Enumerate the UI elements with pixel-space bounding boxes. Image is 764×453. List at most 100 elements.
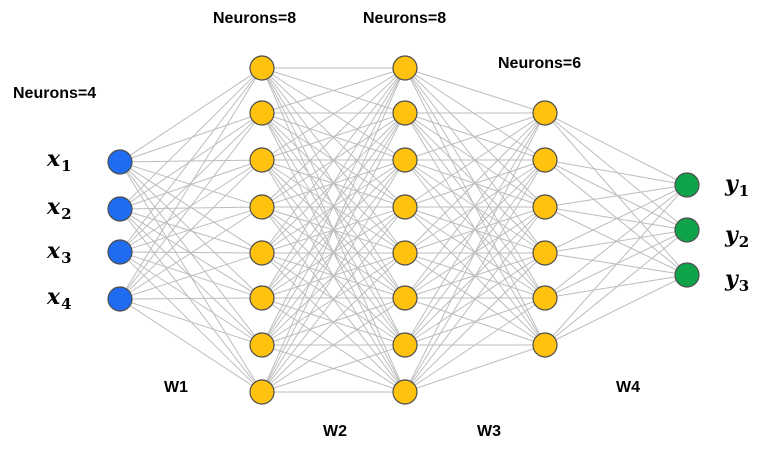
edge-l4-6-1: [544, 184, 688, 346]
edge-l4-5-1: [544, 184, 688, 299]
edge-l4-4-1: [544, 184, 688, 254]
weight-label-w3: W3: [477, 423, 501, 440]
edge-l2-3-1: [261, 67, 406, 161]
hidden-neuron-l2-4: [249, 194, 275, 220]
hidden-neuron-l3-7: [392, 332, 418, 358]
hidden-neuron-l4-2: [532, 147, 558, 173]
edge-l3-8-2: [404, 159, 546, 393]
edge-l3-7-1: [404, 112, 546, 346]
hidden-layer-2-neurons-label: Neurons=8: [363, 10, 447, 27]
edge-l1-2-3: [119, 159, 263, 210]
edge-l1-3-6: [119, 251, 263, 299]
edge-l4-1-2: [544, 112, 688, 231]
output-label-y2: y2: [725, 222, 750, 251]
edge-l3-5-3: [404, 206, 546, 254]
weight-label-w2: W2: [323, 423, 347, 440]
hidden-neuron-l4-5: [532, 285, 558, 311]
hidden-neuron-l2-8: [249, 379, 275, 405]
hidden-neuron-l2-1: [249, 55, 275, 81]
edge-l1-4-1: [119, 67, 263, 300]
edge-l3-1-1: [404, 67, 546, 114]
edge-l4-1-1: [544, 112, 688, 186]
output-neuron-l5-1: [674, 172, 700, 198]
neuron-nodes: [107, 55, 700, 405]
edge-l4-2-1: [544, 159, 688, 186]
hidden-neuron-l2-2: [249, 100, 275, 126]
output-neuron-l5-3: [674, 262, 700, 288]
input-layer-neurons-label: Neurons=4: [13, 85, 97, 102]
edge-l1-4-8: [119, 298, 263, 393]
hidden-neuron-l3-1: [392, 55, 418, 81]
edge-l1-1-1: [119, 67, 263, 163]
edge-l1-4-4: [119, 206, 263, 300]
edge-l3-1-3: [404, 67, 546, 208]
edge-l3-7-5: [404, 297, 546, 346]
edge-l2-8-3: [261, 159, 406, 393]
hidden-neuron-l4-3: [532, 194, 558, 220]
edge-l2-8-5: [261, 252, 406, 393]
hidden-neuron-l4-4: [532, 240, 558, 266]
edge-l2-8-4: [261, 206, 406, 393]
hidden-neuron-l3-2: [392, 100, 418, 126]
hidden-neuron-l3-4: [392, 194, 418, 220]
edge-l4-2-2: [544, 159, 688, 231]
hidden-neuron-l3-5: [392, 240, 418, 266]
input-label-x4: x4: [47, 284, 72, 313]
hidden-neuron-l4-6: [532, 332, 558, 358]
edge-l1-2-2: [119, 112, 263, 210]
edge-l3-1-2: [404, 67, 546, 161]
hidden-neuron-l2-6: [249, 285, 275, 311]
hidden-neuron-l2-3: [249, 147, 275, 173]
edge-l4-2-3: [544, 159, 688, 276]
hidden-layer-3-neurons-label: Neurons=6: [498, 55, 582, 72]
edge-l1-2-7: [119, 208, 263, 346]
hidden-neuron-l2-7: [249, 332, 275, 358]
hidden-neuron-l2-5: [249, 240, 275, 266]
edge-l4-5-3: [544, 274, 688, 299]
edge-l1-2-8: [119, 208, 263, 393]
edge-l1-4-2: [119, 112, 263, 300]
edge-l1-2-1: [119, 67, 263, 210]
hidden-neuron-l3-3: [392, 147, 418, 173]
edge-l2-8-6: [261, 297, 406, 393]
edge-l2-7-1: [261, 67, 406, 346]
edge-l2-2-1: [261, 67, 406, 114]
input-label-x2: x2: [47, 194, 72, 223]
edge-l4-6-3: [544, 274, 688, 346]
output-label-y1: y1: [725, 171, 750, 200]
edge-l3-5-2: [404, 159, 546, 254]
edge-l1-3-2: [119, 112, 263, 253]
hidden-neuron-l3-6: [392, 285, 418, 311]
input-neuron-l1-1: [107, 149, 133, 175]
edge-l3-8-1: [404, 112, 546, 393]
edge-l1-2-4: [119, 206, 263, 210]
edge-l1-4-3: [119, 159, 263, 300]
edge-l3-5-1: [404, 112, 546, 254]
edge-l2-4-1: [261, 67, 406, 208]
edge-l2-8-2: [261, 112, 406, 393]
edge-l3-6-1: [404, 112, 546, 299]
edge-l4-3-1: [544, 184, 688, 208]
edge-l2-6-1: [261, 67, 406, 299]
edge-l1-4-5: [119, 252, 263, 300]
edge-l4-6-2: [544, 229, 688, 346]
edge-l2-8-1: [261, 67, 406, 393]
edge-l4-1-3: [544, 112, 688, 276]
weight-label-w1: W1: [164, 379, 188, 396]
hidden-neuron-l4-1: [532, 100, 558, 126]
input-neuron-l1-2: [107, 196, 133, 222]
edge-l3-3-1: [404, 112, 546, 161]
input-neuron-l1-4: [107, 286, 133, 312]
output-label-y3: y3: [725, 266, 750, 295]
edge-l3-8-3: [404, 206, 546, 393]
input-neuron-l1-3: [107, 239, 133, 265]
edge-l1-4-6: [119, 297, 263, 300]
edge-l4-5-2: [544, 229, 688, 299]
edge-l3-4-1: [404, 112, 546, 208]
edge-l1-3-1: [119, 67, 263, 253]
weight-label-w4: W4: [616, 379, 640, 396]
edge-l2-5-1: [261, 67, 406, 254]
edge-l3-8-5: [404, 297, 546, 393]
output-neuron-l5-2: [674, 217, 700, 243]
